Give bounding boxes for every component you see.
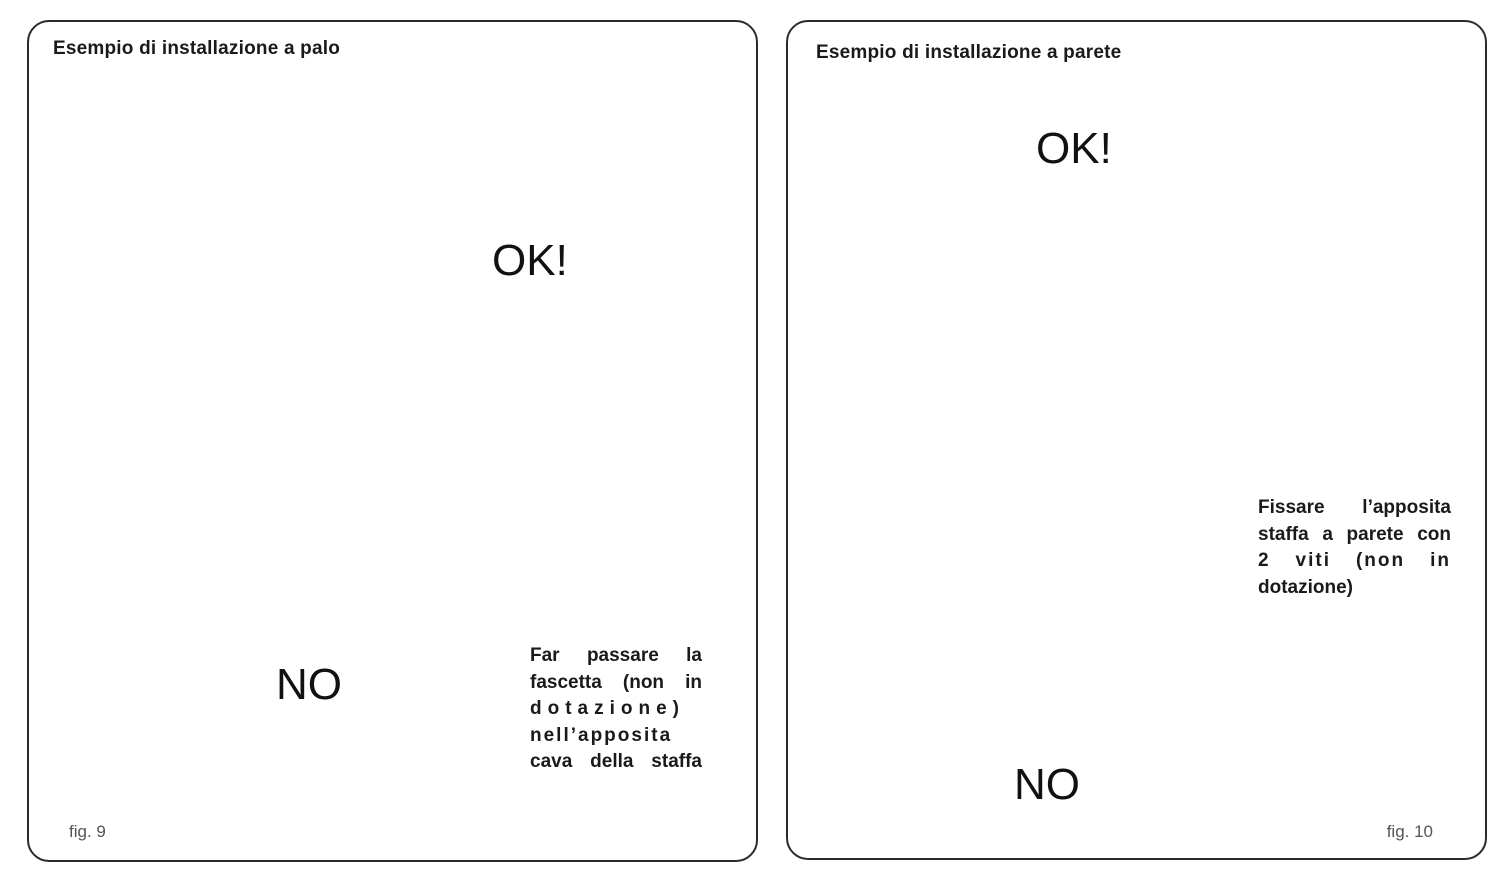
note-line: Fissare l’apposita (1258, 497, 1451, 518)
note-line: nell’apposita (530, 724, 673, 746)
ok-label: OK! (492, 236, 568, 285)
no-label: NO (276, 660, 342, 709)
note-line: 2 viti (non in (1258, 550, 1451, 571)
note-line: dotazione) (530, 698, 685, 719)
note-line: dotazione) (1258, 576, 1353, 598)
wall-note: Fissare l’apposita staffa a parete con 2… (1258, 495, 1451, 601)
note-line: staffa a parete con (1258, 523, 1451, 545)
ok-label: OK! (1036, 124, 1112, 173)
note-line: Far passare la (530, 645, 702, 666)
panel-pole-installation: Esempio di installazione a palo fig. 9 (27, 20, 758, 862)
no-label: NO (1014, 760, 1080, 809)
figure-label: fig. 9 (69, 822, 106, 841)
pole-note: Far passare la fascetta (non in dotazion… (530, 643, 702, 776)
figure-label: fig. 10 (1386, 822, 1433, 841)
panel-wall-installation: Esempio di installazione a parete fig. 1… (786, 20, 1487, 860)
panel-title: Esempio di installazione a palo (53, 38, 341, 59)
note-line: fascetta (non in (530, 671, 702, 693)
panel-title: Esempio di installazione a parete (816, 42, 1122, 63)
note-line: cava della staffa (530, 751, 702, 772)
